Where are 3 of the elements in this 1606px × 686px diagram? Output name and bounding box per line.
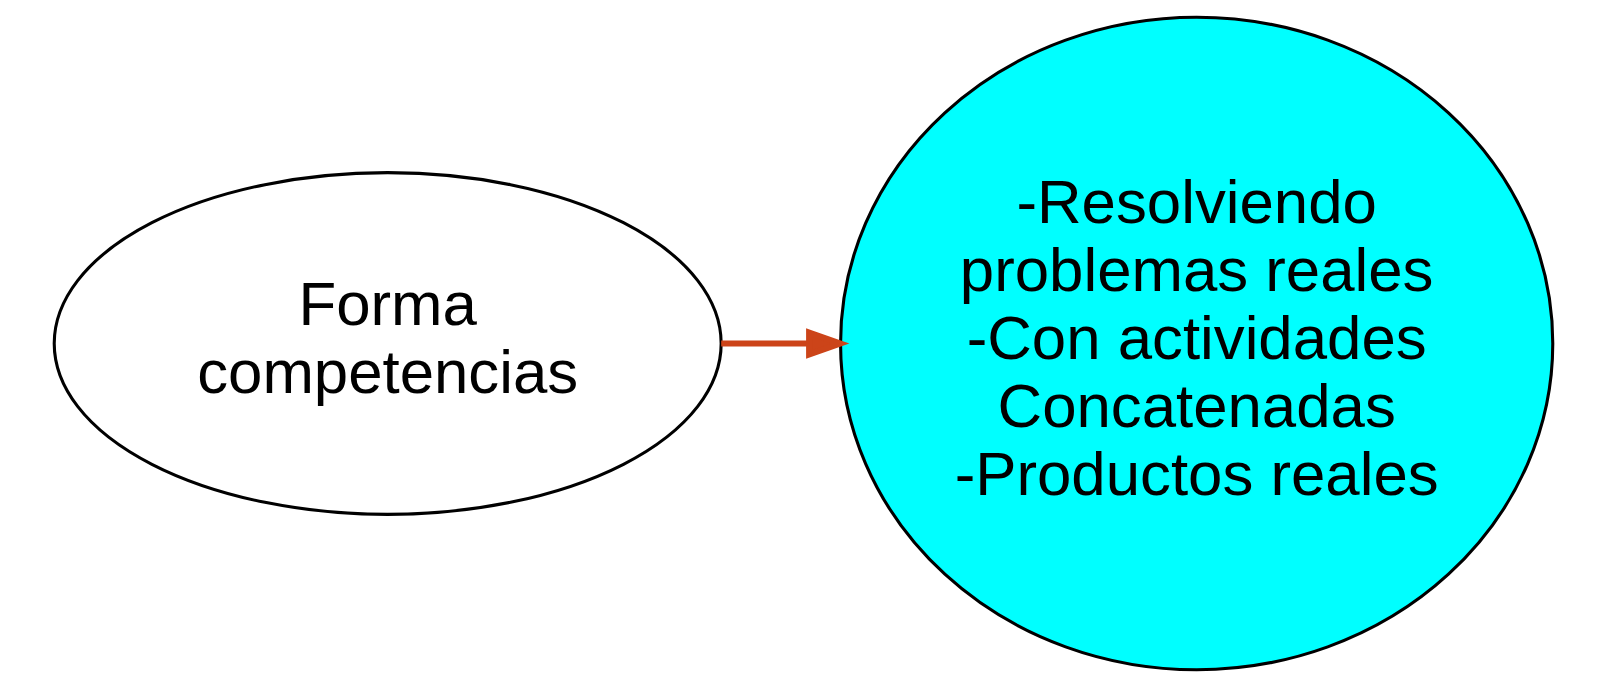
node-circle: -Resolviendo problemas reales -Con actividades Concatenadas -Productos reales [838, 15, 1554, 671]
arrow [720, 327, 849, 359]
node-ellipse: Forma competencias [52, 170, 723, 516]
